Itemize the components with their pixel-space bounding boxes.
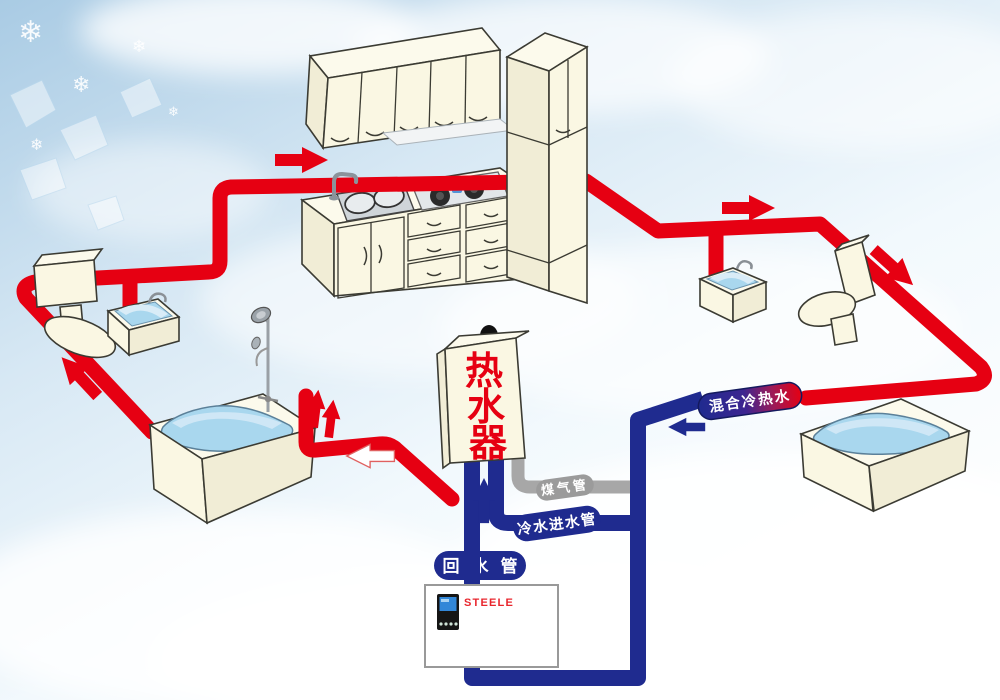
controller-panel	[437, 594, 459, 630]
mixed-water-label: 混合冷热水	[697, 381, 803, 421]
svg-text:❄: ❄	[168, 104, 179, 119]
ice-crystals	[9, 77, 163, 231]
hot-water-loop-pipe	[16, 173, 992, 440]
shower-fixture	[250, 306, 279, 412]
left-bathtub	[148, 393, 317, 525]
gas-pipe	[511, 445, 643, 494]
return-label-char-1: 回	[443, 557, 460, 576]
controller-box: STEELE	[424, 584, 559, 668]
right-toilet	[797, 234, 876, 346]
right-bathtub	[798, 398, 972, 513]
right-basin	[697, 260, 769, 324]
drawer-handles	[426, 213, 499, 277]
hot-water-pipe-heater-run	[298, 388, 460, 507]
water-heater: 热 水 器	[436, 325, 530, 470]
controller-brand-text: STEELE	[464, 597, 514, 609]
heater-char-2: 水	[467, 387, 506, 429]
return-label-char-3: 管	[501, 556, 518, 576]
snowflake-icons: ❄ ❄ ❄ ❄ ❄	[18, 16, 179, 154]
svg-text:❄: ❄	[72, 72, 90, 97]
gas-label-text: 煤气管	[540, 477, 590, 499]
left-basin-faucet	[147, 292, 167, 304]
svg-text:❄: ❄	[18, 16, 43, 49]
right-basin-faucet	[735, 260, 753, 270]
kitchen-cabinets	[300, 27, 535, 299]
heater-char-1: 热	[465, 351, 503, 393]
tall-cabinet	[505, 32, 589, 305]
svg-text:❄: ❄	[30, 137, 43, 154]
kitchen-faucet	[329, 171, 359, 201]
left-toilet	[32, 248, 117, 359]
gas-pipe-label: 煤气管	[536, 474, 594, 501]
heater-char-3: 器	[469, 423, 508, 465]
svg-text:❄: ❄	[132, 37, 146, 56]
cold-inlet-pipe	[488, 452, 638, 531]
left-basin	[106, 292, 181, 357]
